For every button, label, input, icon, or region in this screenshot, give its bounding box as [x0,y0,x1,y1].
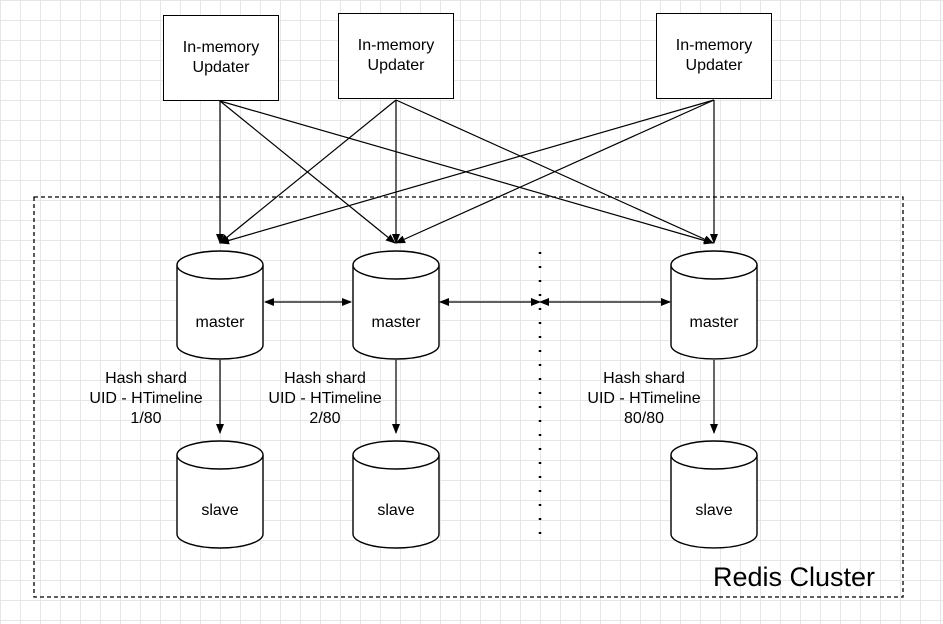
shard-2-line2: UID - HTimeline [268,390,382,407]
master-label-1: master [195,314,245,331]
updater-label-3: In-memory Updater [675,37,753,74]
slave-db-2[interactable] [352,440,440,549]
updater-box-1[interactable]: In-memory Updater [163,15,279,101]
replication-arrows [216,360,718,434]
shard-3-line3: 80/80 [623,410,665,427]
cluster-title: Redis Cluster [713,562,876,592]
slave-label-3: slave [695,502,733,519]
slave-db-3[interactable] [670,440,758,549]
connector-u3-m1 [219,99,715,245]
shard-1-line2: UID - HTimeline [89,390,203,407]
slave-label-1: slave [201,502,239,519]
shard-2-line3: 2/80 [309,410,341,427]
master-label-2: master [371,314,421,331]
shard-3-line1: Hash shard [603,370,685,387]
redis-cluster-boundary [33,196,904,598]
updater-label-1: In-memory Updater [182,39,260,76]
shard-2-line1: Hash shard [284,370,366,387]
updater-label-2: In-memory Updater [357,37,435,74]
connector-u2-m1 [219,99,397,244]
shard-1-line1: Hash shard [105,370,187,387]
updater-master-connectors [216,99,718,245]
updater-box-2[interactable]: In-memory Updater [338,13,454,99]
shard-annotation-3: Hash shard UID - HTimeline 80/80 [574,369,714,429]
shard-3-line2: UID - HTimeline [587,390,701,407]
master-db-2[interactable] [352,250,440,360]
shard-annotation-1: Hash shard UID - HTimeline 1/80 [76,369,216,429]
connector-u3-m2 [395,99,715,244]
master-db-3[interactable] [670,250,758,360]
slave-label-2: slave [377,502,415,519]
updater-box-3[interactable]: In-memory Updater [656,13,772,99]
shard-annotation-2: Hash shard UID - HTimeline 2/80 [255,369,395,429]
slave-db-1[interactable] [176,440,264,549]
master-label-3: master [689,314,739,331]
shard-1-line3: 1/80 [130,410,162,427]
master-db-1[interactable] [176,250,264,360]
